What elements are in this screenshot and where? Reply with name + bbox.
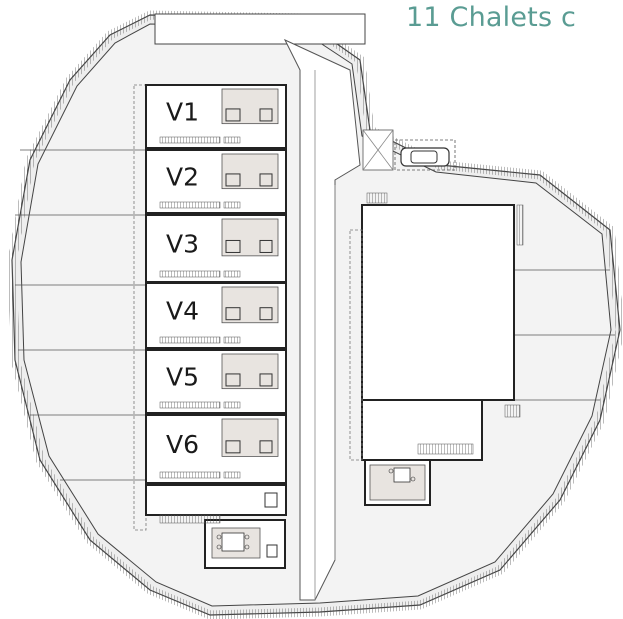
unit-fixture — [259, 440, 273, 454]
unit-terrace — [159, 401, 221, 409]
access-road — [154, 13, 456, 601]
unit-fixture — [225, 239, 241, 253]
unit-v1: V1 — [145, 84, 287, 149]
unit-room — [221, 218, 279, 257]
unit-label-v4: V4 — [166, 296, 199, 325]
unit-v2: V2 — [145, 149, 287, 214]
unit-room — [221, 153, 279, 190]
unit-room — [221, 353, 279, 390]
table-icon — [388, 467, 416, 483]
unit-label-v5: V5 — [166, 362, 199, 391]
unit-terrace — [159, 270, 221, 278]
unit-terrace — [223, 471, 241, 479]
car-icon — [400, 147, 450, 167]
unit-fixture — [259, 108, 273, 122]
unit-fixture — [225, 307, 241, 321]
unit-fixture — [259, 173, 273, 187]
unit-label-v1: V1 — [166, 97, 199, 126]
stairs — [366, 192, 524, 418]
unit-fixture — [259, 239, 273, 253]
unit-fixture — [225, 173, 241, 187]
unit-label-v2: V2 — [166, 162, 199, 191]
unit-v6: V6 — [145, 414, 287, 484]
unit-terrace — [223, 201, 241, 209]
unit-v4: V4 — [145, 282, 287, 349]
unit-label-v6: V6 — [166, 430, 199, 459]
unit-label-v3: V3 — [166, 230, 199, 259]
unit-terrace — [223, 136, 241, 144]
unit-fixture — [225, 108, 241, 122]
unit-fixture — [259, 307, 273, 321]
unit-terrace — [159, 471, 221, 479]
unit-fixture — [225, 373, 241, 387]
v7-annex — [145, 484, 287, 569]
table-icon — [216, 532, 250, 552]
unit-v5: V5 — [145, 349, 287, 414]
unit-room — [221, 286, 279, 324]
plot-dividers — [15, 149, 615, 481]
unit-terrace — [223, 270, 241, 278]
unit-terrace — [223, 401, 241, 409]
unit-terrace — [159, 336, 221, 344]
unit-terrace — [223, 336, 241, 344]
unit-room — [221, 88, 279, 125]
unit-terrace — [159, 201, 221, 209]
right-block — [349, 204, 515, 506]
page-title: 11 Chalets c — [406, 2, 577, 33]
unit-terrace — [159, 136, 221, 144]
unit-fixture — [259, 373, 273, 387]
unit-v3: V3 — [145, 214, 287, 283]
unit-fixture — [225, 440, 241, 454]
unit-room — [221, 418, 279, 457]
